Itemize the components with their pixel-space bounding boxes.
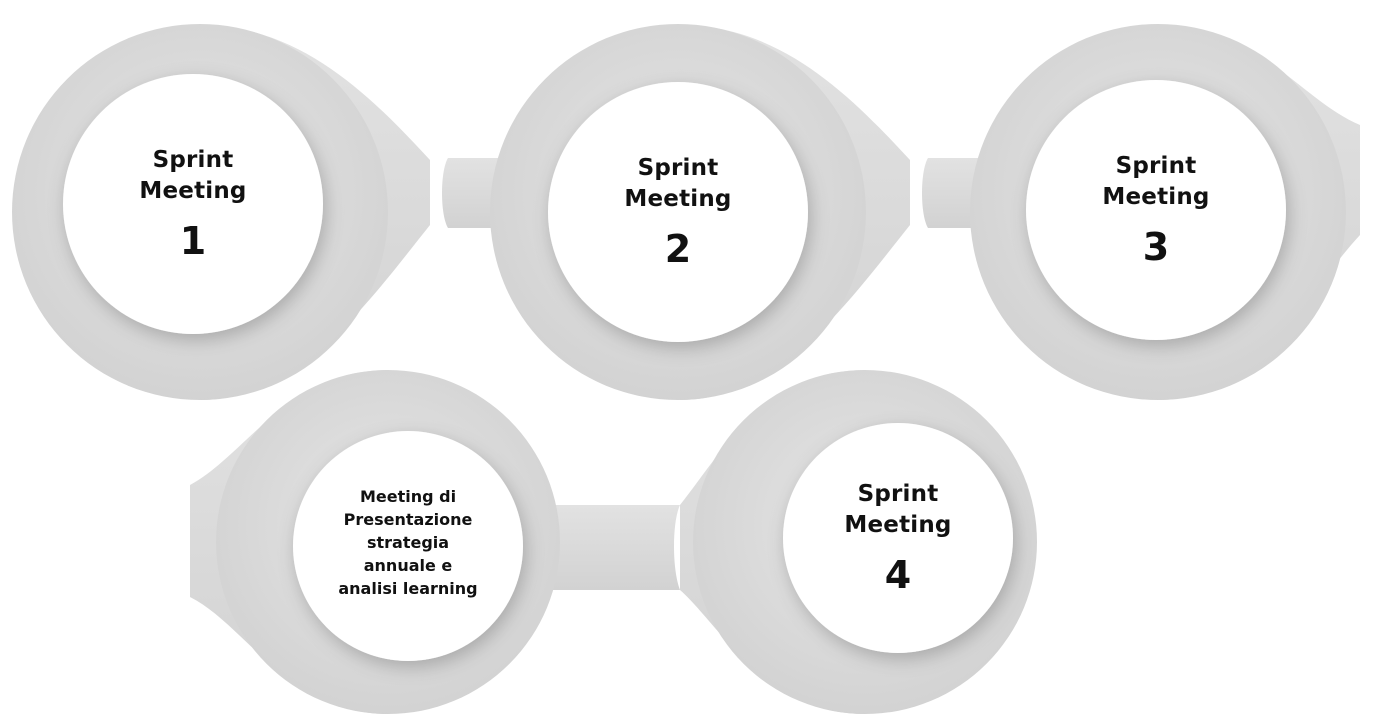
node-circle-3 — [1026, 80, 1286, 340]
node-circle-1 — [63, 74, 323, 334]
node-circle-2 — [548, 82, 808, 342]
node-circle-4 — [293, 431, 523, 661]
inner-circles — [63, 74, 1286, 661]
node-circle-5 — [783, 423, 1013, 653]
